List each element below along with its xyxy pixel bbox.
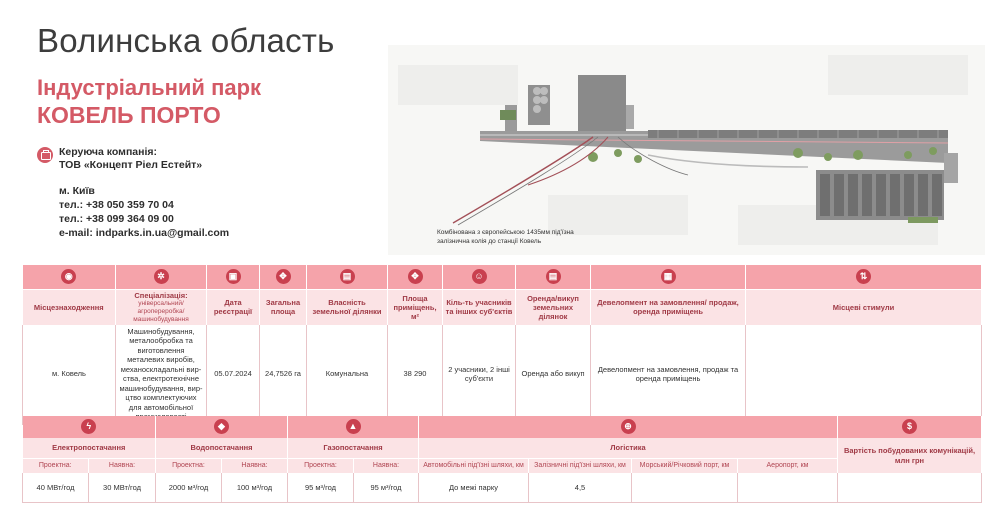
utilities-table: ϟ ◆ ▲ ⊕ $ Електропостачання Водопостачан…: [22, 416, 982, 503]
cell-gas-project: 95 м³/год: [287, 473, 354, 503]
cell-development: Девелопмент на замовлення, продаж та оре…: [590, 324, 746, 425]
cell-water-project: 2000 м³/год: [155, 473, 222, 503]
table1-data-row: м. Ковель Машинобудування, металообробка…: [22, 324, 982, 425]
area-arrows-icon: ✥: [275, 269, 291, 285]
building-icon: ▦: [660, 269, 676, 285]
gas-available-label: Наявна:: [353, 457, 419, 473]
document-icon: ▤: [339, 269, 355, 285]
cell-land-ownership: Комунальна: [306, 324, 388, 425]
table2-header-row: Електропостачання Водопостачання Газопос…: [22, 438, 982, 473]
briefcase-icon: [37, 147, 53, 163]
phone-2[interactable]: тел.: +38 099 364 09 00: [59, 213, 174, 225]
map-caption: Комбінована з європейською 1435мм під'їз…: [437, 228, 574, 246]
cell-el-available: 30 МВт/год: [88, 473, 156, 503]
park-name: КОВЕЛЬ ПОРТО: [37, 102, 221, 128]
table2-data-row: 40 МВт/год 30 МВт/год 2000 м³/год 100 м³…: [22, 473, 982, 503]
header-incentives: Місцеві стимули: [745, 288, 982, 325]
company-city: м. Київ: [59, 185, 95, 197]
header-premises-area: Площа приміщень, м²: [387, 288, 443, 325]
cell-area: 24,7526 га: [259, 324, 307, 425]
header-specialization-title: Спеціалізація:: [134, 290, 188, 300]
calendar-icon: ▣: [225, 269, 241, 285]
cell-lease: Оренда або викуп: [515, 324, 591, 425]
site-plan-map: [388, 45, 985, 255]
el-available-label: Наявна:: [88, 457, 156, 473]
cell-participants: 2 учасники, 2 інші суб'єкти: [442, 324, 516, 425]
company-name: ТОВ «Концепт Ріел Естейт»: [59, 159, 203, 171]
table1-icon-row: ◉ ✲ ▣ ✥ ▤ ✥ ☺ ▤ ▦ ⇅: [22, 265, 982, 289]
people-icon: ☺: [471, 269, 487, 285]
location-pin-icon: ◉: [61, 269, 77, 285]
park-info-table: ◉ ✲ ▣ ✥ ▤ ✥ ☺ ▤ ▦ ⇅ Місцезнаходження Спе…: [22, 265, 982, 425]
water-drop-icon: ◆: [214, 419, 229, 435]
map-caption-line1: Комбінована з європейською 1435мм під'їз…: [437, 229, 574, 236]
header-development: Девелопмент на замовлення/ продаж, оренд…: [590, 288, 746, 325]
header-specialization-sub: універсальний/агропереробка/ машинобудув…: [133, 299, 189, 323]
port-label: Морський/Річковий порт, км: [631, 457, 738, 473]
cell-reg-date: 05.07.2024: [206, 324, 260, 425]
expand-arrows-icon: ✥: [407, 269, 423, 285]
header-electricity: Електропостачання: [22, 438, 156, 458]
rail-label: Залізничні під'їзні шляхи, км: [528, 457, 632, 473]
header-cost: Вартість побудованих комунікацій, млн гр…: [837, 438, 982, 473]
cell-port: [631, 473, 738, 503]
cell-gas-available: 95 м³/год: [353, 473, 419, 503]
cell-airport: [737, 473, 838, 503]
lightning-icon: ϟ: [81, 419, 97, 435]
contract-icon: ▤: [545, 269, 561, 285]
incentives-icon: ⇅: [856, 269, 871, 285]
water-available-label: Наявна:: [221, 457, 288, 473]
logistics-icon: ⊕: [620, 419, 636, 435]
cell-cost: [837, 473, 982, 503]
table2-icon-row: ϟ ◆ ▲ ⊕ $: [22, 416, 982, 438]
header-logistics: Логістика: [418, 438, 838, 458]
header-water: Водопостачання: [155, 438, 288, 458]
airport-label: Аеропорт, км: [737, 457, 838, 473]
header-lease: Оренда/викуп земельних ділянок: [515, 288, 591, 325]
email-link[interactable]: e-mail: indparks.in.ua@gmail.com: [59, 227, 230, 239]
cell-location: м. Ковель: [22, 324, 116, 425]
header-land-ownership: Власність земельної ділянки: [306, 288, 388, 325]
header-location: Місцезнаходження: [22, 288, 116, 325]
el-project-label: Проектна:: [22, 457, 89, 473]
header-reg-date: Дата реєстрації: [206, 288, 260, 325]
cell-rail: 4,5: [528, 473, 632, 503]
cell-premises-area: 38 290: [387, 324, 443, 425]
company-label: Керуюча компанія:: [59, 146, 158, 158]
road-label: Автомобільні під'їзні шляхи, км: [418, 457, 529, 473]
region-title: Волинська область: [37, 22, 335, 59]
park-type: Індустріальний парк: [37, 75, 262, 100]
cell-road: До межі парку: [418, 473, 529, 503]
gas-project-label: Проектна:: [287, 457, 354, 473]
table1-header-row: Місцезнаходження Спеціалізація:універсал…: [22, 288, 982, 325]
dollar-icon: $: [902, 419, 917, 435]
phone-1[interactable]: тел.: +38 050 359 70 04: [59, 199, 174, 211]
header-gas: Газопостачання: [287, 438, 419, 458]
header-participants: Кіль-ть учасників та інших суб'єктів: [442, 288, 516, 325]
cell-specialization: Машинобудування, металообробка та вигото…: [115, 324, 207, 425]
table2-subheader-row: Проектна: Наявна: Проектна: Наявна: Прое…: [22, 457, 982, 473]
gas-flame-icon: ▲: [345, 419, 361, 435]
header-area: Загальна площа: [259, 288, 307, 325]
gear-icon: ✲: [153, 269, 169, 285]
header-specialization: Спеціалізація:універсальний/агропереробк…: [115, 288, 207, 325]
cell-el-project: 40 МВт/год: [22, 473, 89, 503]
map-caption-line2: залізнична колія до станції Ковель: [437, 238, 542, 245]
cell-water-available: 100 м³/год: [221, 473, 288, 503]
cell-incentives: [745, 324, 982, 425]
water-project-label: Проектна:: [155, 457, 222, 473]
